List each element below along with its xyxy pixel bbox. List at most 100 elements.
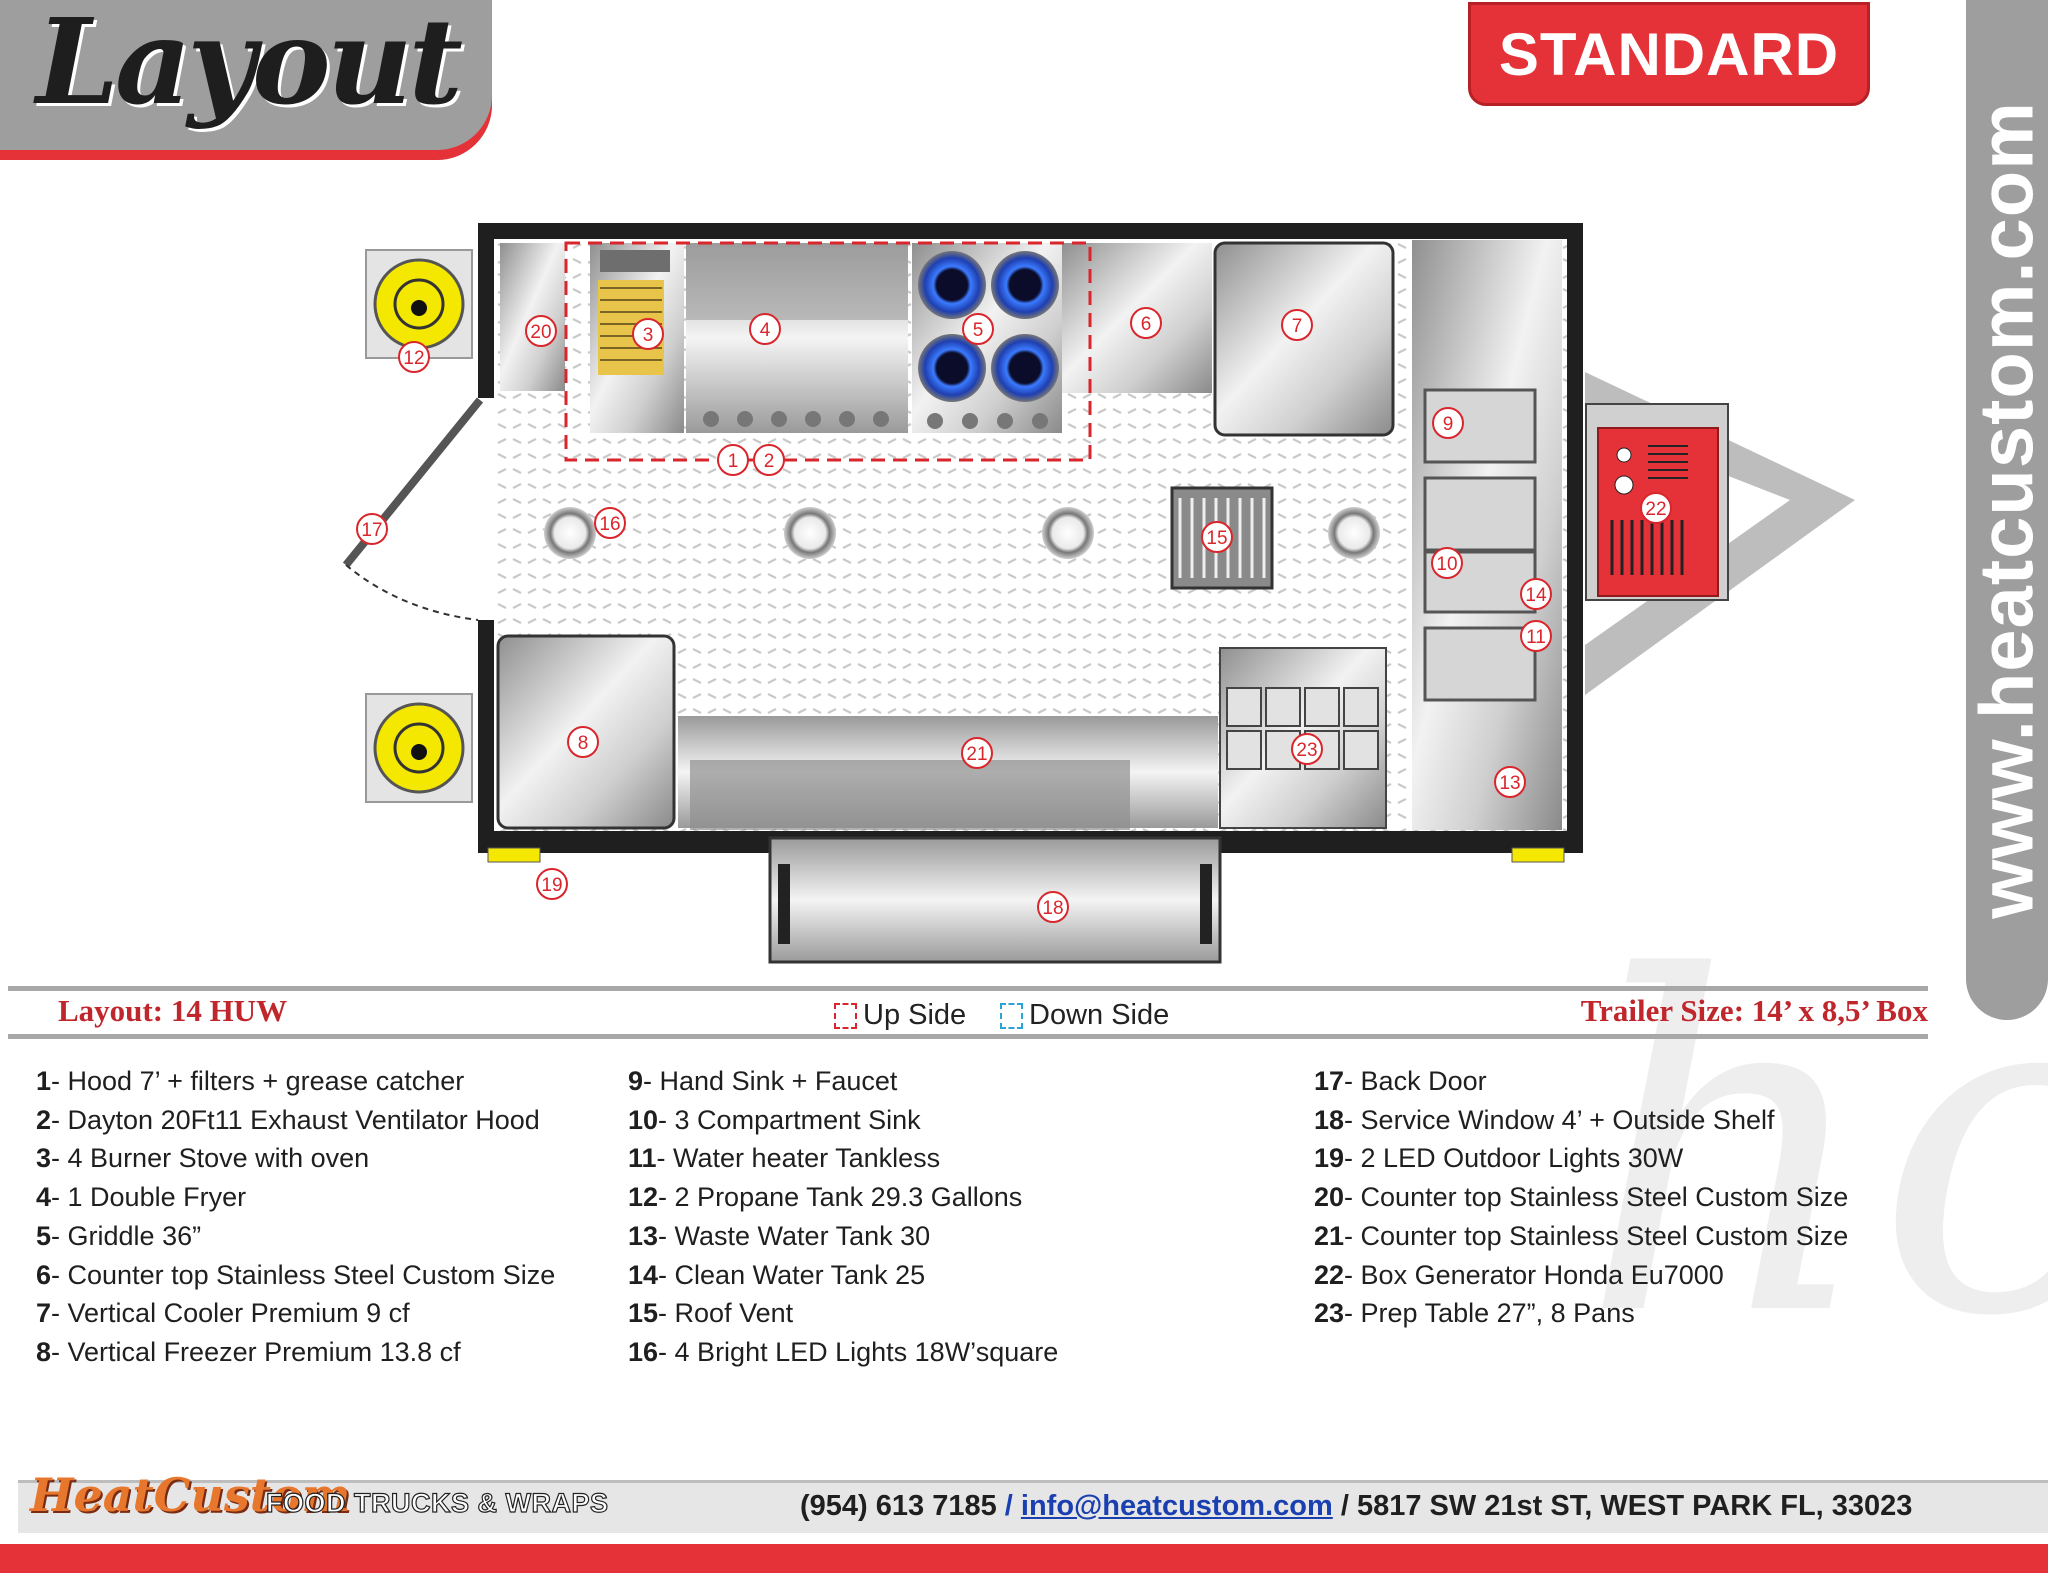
svg-text:21: 21 <box>966 744 987 765</box>
svg-text:23: 23 <box>1296 740 1317 761</box>
layout-label: Layout: 14 HUW <box>58 993 288 1028</box>
svg-text:20: 20 <box>530 322 551 343</box>
sink-compartment-1 <box>1423 476 1537 552</box>
legend-column-3: 17- Back Door 18- Service Window 4’ + Ou… <box>1314 1062 1848 1333</box>
service-window-shelf <box>768 836 1222 964</box>
svg-text:2: 2 <box>764 451 775 472</box>
trailer-size: Trailer Size: 14’ x 8,5’ Box <box>1580 993 1928 1028</box>
list-item: 2- Dayton 20Ft11 Exhaust Ventilator Hood <box>36 1104 540 1135</box>
phone-number[interactable]: (954) 613 7185 <box>800 1490 997 1522</box>
outdoor-light-1 <box>487 847 541 863</box>
marker-5: 5 <box>962 313 994 345</box>
marker-17: 17 <box>356 513 388 545</box>
list-item: 13- Waste Water Tank 30 <box>628 1220 931 1251</box>
down-side-label: Down Side <box>1029 999 1170 1031</box>
svg-text:1: 1 <box>728 451 739 472</box>
list-item: 10- 3 Compartment Sink <box>628 1104 921 1135</box>
marker-22: 22 <box>1640 492 1672 524</box>
up-side-key: Up Side <box>834 999 966 1032</box>
led-light <box>784 507 836 559</box>
list-item: 12- 2 Propane Tank 29.3 Gallons <box>628 1182 1023 1213</box>
marker-14: 14 <box>1520 578 1552 610</box>
page-title: Layout <box>36 0 463 131</box>
brand-tagline: FOOD TRUCKS & WRAPS <box>265 1487 609 1518</box>
footer-band <box>18 1480 2048 1533</box>
list-item: 18- Service Window 4’ + Outside Shelf <box>1314 1104 1775 1135</box>
list-item: 16- 4 Bright LED Lights 18W’square <box>628 1336 1059 1367</box>
marker-2: 2 <box>753 444 785 476</box>
list-item: 23- Prep Table 27”, 8 Pans <box>1314 1298 1635 1329</box>
marker-10: 10 <box>1431 547 1463 579</box>
counter-20 <box>500 243 565 391</box>
svg-text:5: 5 <box>973 320 984 341</box>
marker-9: 9 <box>1432 407 1464 439</box>
list-item: 9- Hand Sink + Faucet <box>628 1066 898 1096</box>
svg-text:16: 16 <box>599 514 620 535</box>
svg-text:19: 19 <box>541 875 562 896</box>
list-item: 21- Counter top Stainless Steel Custom S… <box>1314 1220 1849 1251</box>
svg-text:9: 9 <box>1443 414 1454 435</box>
svg-text:12: 12 <box>403 348 424 369</box>
svg-text:8: 8 <box>578 733 589 754</box>
svg-text:10: 10 <box>1436 554 1457 575</box>
list-item: 5- Griddle 36” <box>36 1220 202 1251</box>
contact-line: (954) 613 7185 / info@heatcustom.com / 5… <box>800 1490 1913 1522</box>
svg-text:3: 3 <box>643 325 654 346</box>
svg-text:6: 6 <box>1141 314 1152 335</box>
svg-text:7: 7 <box>1292 316 1303 337</box>
sink-compartment-3 <box>1423 626 1537 702</box>
marker-19: 19 <box>536 868 568 900</box>
divider-bottom <box>8 1034 1928 1039</box>
legend-column-1: 1- Hood 7’ + filters + grease catcher 2-… <box>36 1062 555 1372</box>
brand-logo: HeatCustom <box>30 1468 351 1522</box>
list-item: 4- 1 Double Fryer <box>36 1182 247 1213</box>
up-side-swatch <box>834 1002 857 1029</box>
list-item: 3- 4 Burner Stove with oven <box>36 1143 370 1174</box>
marker-16: 16 <box>594 507 626 539</box>
marker-15: 15 <box>1201 521 1233 553</box>
header-tab <box>0 0 492 160</box>
marker-18: 18 <box>1037 891 1069 923</box>
marker-3: 3 <box>632 318 664 350</box>
marker-20: 20 <box>525 315 557 347</box>
svg-text:22: 22 <box>1645 499 1666 520</box>
email-link[interactable]: info@heatcustom.com <box>1020 1490 1333 1522</box>
marker-6: 6 <box>1130 307 1162 339</box>
standard-badge: STANDARD <box>1468 2 1870 106</box>
svg-text:17: 17 <box>361 520 382 541</box>
list-item: 8- Vertical Freezer Premium 13.8 cf <box>36 1336 461 1367</box>
list-item: 11- Water heater Tankless <box>628 1143 941 1174</box>
list-item: 15- Roof Vent <box>628 1298 794 1329</box>
watermark-logo: hc <box>1580 882 2048 1417</box>
trailer-hitch <box>1585 372 1855 695</box>
legend-column-2: 9- Hand Sink + Faucet 10- 3 Compartment … <box>628 1062 1058 1372</box>
website-side-bar <box>1966 0 2048 1020</box>
marker-12: 12 <box>398 341 430 373</box>
outdoor-light-2 <box>1511 847 1565 863</box>
svg-text:18: 18 <box>1042 898 1063 919</box>
down-side-key: Down Side <box>1000 999 1169 1032</box>
svg-text:13: 13 <box>1499 773 1520 794</box>
list-item: 22- Box Generator Honda Eu7000 <box>1314 1259 1724 1290</box>
marker-4: 4 <box>749 313 781 345</box>
led-light <box>1328 507 1380 559</box>
hood-outline <box>564 241 1092 462</box>
marker-13: 13 <box>1494 766 1526 798</box>
svg-text:15: 15 <box>1206 528 1227 549</box>
svg-text:11: 11 <box>1526 627 1546 648</box>
footer-red-bar <box>0 1544 2048 1573</box>
led-light <box>544 507 596 559</box>
svg-text:4: 4 <box>760 320 771 341</box>
list-item: 6- Counter top Stainless Steel Custom Si… <box>36 1259 556 1290</box>
marker-7: 7 <box>1281 309 1313 341</box>
down-side-swatch <box>1000 1002 1023 1029</box>
up-side-label: Up Side <box>863 999 967 1031</box>
svg-text:14: 14 <box>1525 585 1547 606</box>
marker-8: 8 <box>567 726 599 758</box>
list-item: 14- Clean Water Tank 25 <box>628 1259 926 1290</box>
address: 5817 SW 21st ST, WEST PARK FL, 33023 <box>1356 1490 1913 1522</box>
list-item: 1- Hood 7’ + filters + grease catcher <box>36 1066 465 1096</box>
marker-21: 21 <box>961 737 993 769</box>
list-item: 17- Back Door <box>1314 1066 1487 1096</box>
floor-plan-diagram: 1 2 3 4 5 6 7 8 9 10 11 12 13 14 15 16 1… <box>342 223 1855 964</box>
